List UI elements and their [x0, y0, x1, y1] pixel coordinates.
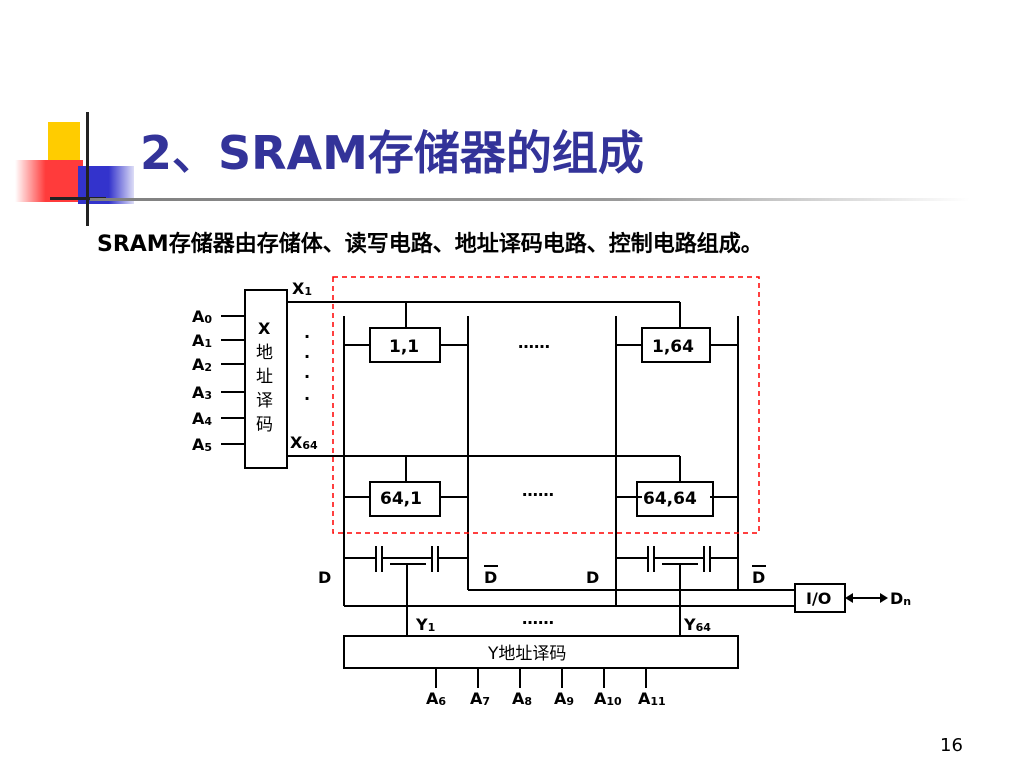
- word-line-x64-label: X64: [290, 433, 318, 452]
- x-decoder-label-4: 译: [256, 391, 273, 411]
- dbar-label-right: D: [752, 568, 765, 587]
- deco-horizontal-bar: [50, 197, 106, 200]
- subtitle-text: SRAM存储器由存储体、读写电路、地址译码电路、控制电路组成。: [97, 232, 763, 257]
- ellipsis-row-64: ……: [522, 481, 554, 500]
- addr-input-a1: A1: [192, 331, 212, 350]
- cell-label-64-1: 64,1: [380, 489, 422, 509]
- addr-input-a6: A6: [426, 689, 446, 708]
- deco-red-square: [15, 160, 83, 202]
- addr-input-a7: A7: [470, 689, 490, 708]
- x-decoder-label-5: 码: [256, 415, 273, 435]
- storage-array-boundary: [332, 276, 760, 534]
- memory-cell-1-64: [641, 327, 711, 363]
- io-label: I/O: [806, 589, 831, 608]
- deco-vertical-bar: [86, 112, 89, 226]
- addr-input-a9: A9: [554, 689, 574, 708]
- addr-input-a5: A5: [192, 435, 212, 454]
- data-out-dn: Dn: [890, 589, 911, 608]
- page-title: 2、SRAM存储器的组成: [140, 126, 644, 180]
- d-label-left: D: [318, 568, 331, 587]
- title-underline: [90, 198, 970, 201]
- memory-cell-64-1: [369, 481, 441, 517]
- y-decoder-box: [343, 635, 739, 669]
- ellipsis-row-1: ……: [518, 333, 550, 352]
- addr-input-a4: A4: [192, 409, 212, 428]
- x-decoder-box: [244, 289, 288, 469]
- page-number: 16: [940, 735, 963, 756]
- memory-cell-1-1: [369, 327, 441, 363]
- addr-input-a2: A2: [192, 355, 212, 374]
- x-decoder-label-3: 址: [256, 367, 273, 387]
- vdots-4: ·: [304, 389, 310, 408]
- deco-yellow-square: [48, 122, 80, 162]
- addr-input-a8: A8: [512, 689, 532, 708]
- y-decoder-label: Y地址译码: [487, 644, 566, 664]
- memory-cell-64-64: [636, 481, 714, 517]
- addr-input-a11: A11: [638, 689, 666, 708]
- addr-input-a3: A3: [192, 383, 212, 402]
- vdots-3: ·: [304, 367, 310, 386]
- addr-input-a0: A0: [192, 307, 212, 326]
- arrow-right-icon: [880, 593, 888, 603]
- dbar-label-left: D: [484, 568, 497, 587]
- x-decoder-label-2: 地: [256, 343, 273, 363]
- word-line-x1-label: X1: [292, 279, 312, 298]
- arrow-left-icon: [845, 593, 853, 603]
- d-label-right: D: [586, 568, 599, 587]
- cell-label-64-64: 64,64: [643, 489, 697, 509]
- x-decoder-label-x: X: [258, 319, 271, 338]
- cell-label-1-1: 1,1: [389, 337, 419, 357]
- cell-label-1-64: 1,64: [652, 337, 694, 357]
- vdots-1: ·: [304, 327, 310, 346]
- y1-label: Y1: [415, 615, 435, 634]
- addr-input-a10: A10: [594, 689, 622, 708]
- ellipsis-y: ……: [522, 609, 554, 628]
- vdots-2: ·: [304, 347, 310, 366]
- y64-label: Y64: [683, 615, 711, 634]
